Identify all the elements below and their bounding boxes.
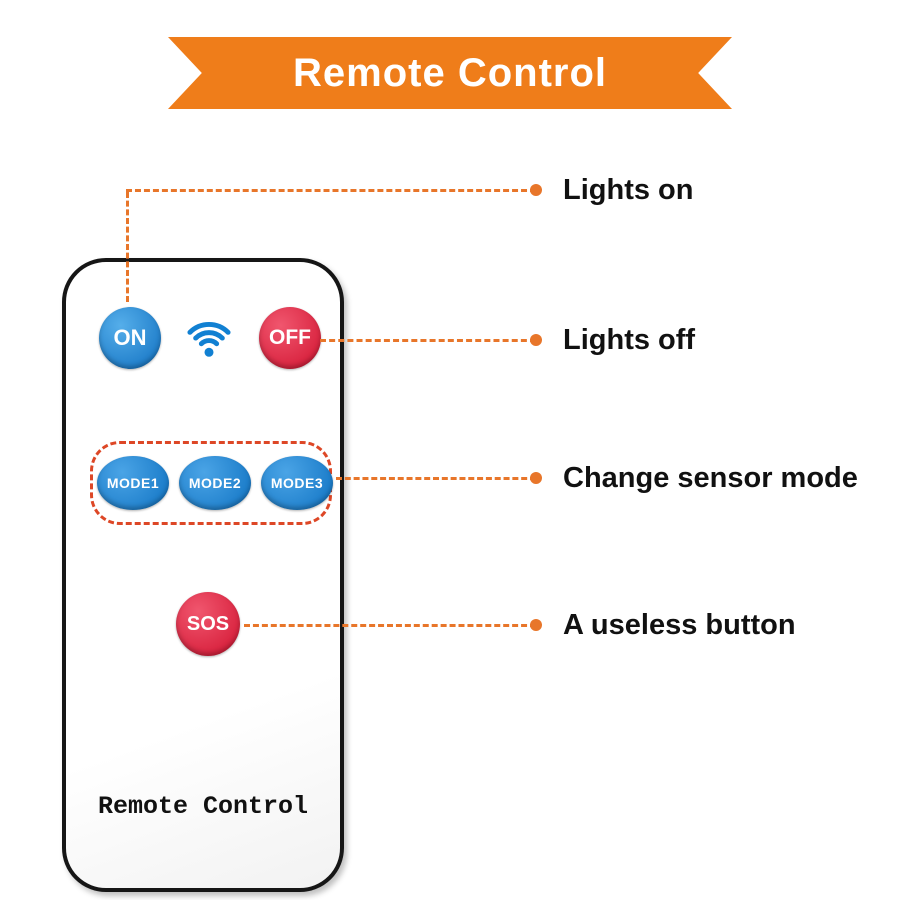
leader-line-lights-on-vertical xyxy=(126,192,129,302)
leader-line-lights-off xyxy=(320,339,536,342)
annotation-lights-on: Lights on xyxy=(563,174,694,206)
mode1-button[interactable]: MODE1 xyxy=(97,456,169,510)
annotation-lights-off: Lights off xyxy=(563,324,696,356)
remote-control-device: ON OFF MODE1 MODE2 MODE3 S xyxy=(62,258,344,892)
on-button-label: ON xyxy=(113,325,147,350)
on-button[interactable]: ON xyxy=(99,307,161,369)
mode2-button[interactable]: MODE2 xyxy=(179,456,251,510)
remote-brand-label: Remote Control xyxy=(97,792,309,821)
banner-ribbon: Remote Control xyxy=(168,37,732,109)
mode3-button[interactable]: MODE3 xyxy=(261,456,333,510)
leader-line-useless-button xyxy=(244,624,536,627)
off-button-label: OFF xyxy=(269,326,311,349)
mode1-button-label: MODE1 xyxy=(106,475,160,491)
leader-line-sensor-mode xyxy=(336,477,536,480)
sos-button[interactable]: SOS xyxy=(176,592,240,656)
leader-dot-sensor-mode xyxy=(530,472,542,484)
annotation-sensor-mode: Change sensor mode xyxy=(563,462,858,494)
mode3-button-label: MODE3 xyxy=(270,475,324,491)
leader-dot-lights-off xyxy=(530,334,542,346)
wifi-icon xyxy=(182,314,236,360)
banner-title: Remote Control xyxy=(293,50,607,95)
leader-line-lights-on xyxy=(126,189,536,192)
sos-button-label: SOS xyxy=(186,612,230,635)
mode2-button-label: MODE2 xyxy=(188,475,242,491)
annotation-useless-button: A useless button xyxy=(563,609,796,641)
off-button[interactable]: OFF xyxy=(259,307,321,369)
leader-dot-lights-on xyxy=(530,184,542,196)
leader-dot-useless-button xyxy=(530,619,542,631)
